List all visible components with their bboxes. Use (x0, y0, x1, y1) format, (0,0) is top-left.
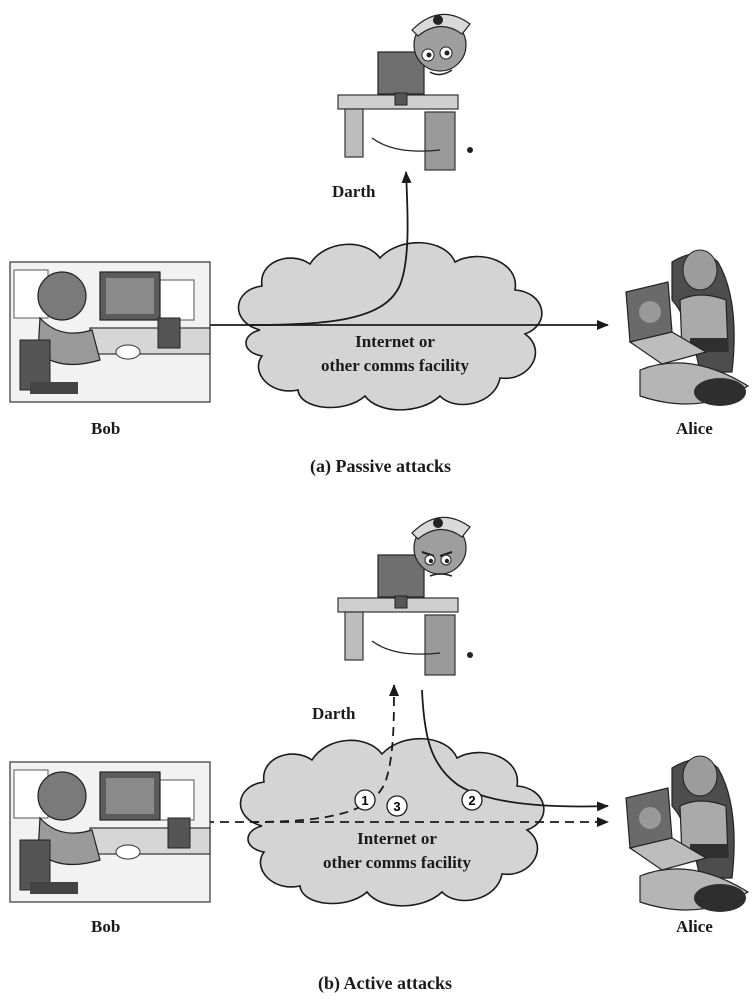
svg-text:2: 2 (468, 793, 475, 808)
caption-passive: (a) Passive attacks (310, 456, 451, 476)
network-label: Internet or other comms facility (292, 827, 502, 875)
path-marker-1: 1 (354, 789, 376, 811)
cloud-icon (237, 241, 543, 411)
bob-label: Bob (91, 419, 121, 438)
caption-active: (b) Active attacks (318, 973, 452, 993)
alice-label: Alice (676, 419, 713, 438)
network-label: Internet or other comms facility (290, 330, 500, 378)
svg-text:1: 1 (361, 793, 368, 808)
hacker-at-computer-icon (337, 516, 473, 676)
active-attacks-diagram: 1 2 3 (9, 516, 750, 912)
darth-label: Darth (332, 182, 376, 201)
man-at-office-desk-icon (9, 761, 211, 903)
hacker-at-computer-icon (337, 13, 473, 171)
path-marker-3: 3 (386, 795, 408, 817)
woman-with-laptop-icon (625, 755, 750, 912)
network-label-line1: Internet or (355, 332, 435, 351)
bob-label: Bob (91, 917, 121, 936)
svg-text:3: 3 (393, 799, 400, 814)
network-label-line1: Internet or (357, 829, 437, 848)
network-label-line2: other comms facility (323, 853, 471, 872)
passive-attacks-diagram (9, 13, 750, 411)
alice-label: Alice (676, 917, 713, 936)
darth-label: Darth (312, 704, 356, 723)
man-at-office-desk-icon (9, 261, 211, 403)
attack-paths (205, 684, 609, 827)
network-label-line2: other comms facility (321, 356, 469, 375)
woman-with-laptop-icon (625, 249, 750, 406)
path-marker-2: 2 (461, 789, 483, 811)
message-path (205, 171, 609, 330)
